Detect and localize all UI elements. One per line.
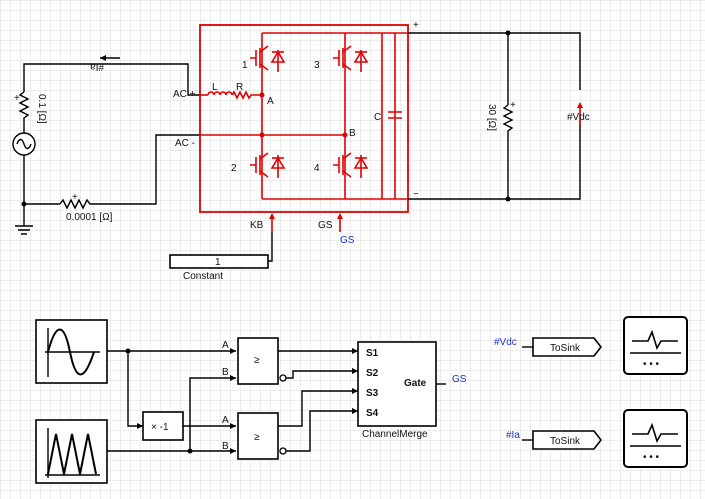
igbt-4-label: 4 — [314, 163, 320, 174]
igbt-4-icon[interactable] — [333, 152, 369, 178]
channel-merge-label: ChannelMerge — [362, 429, 428, 440]
igbt-1-icon[interactable] — [250, 45, 286, 72]
kb-input-label: KB — [250, 220, 264, 231]
merge-input-s3: S3 — [366, 388, 379, 399]
voltage-probe-icon — [577, 102, 583, 126]
igbt-2-icon[interactable] — [250, 152, 286, 178]
triangle-source-block[interactable] — [35, 419, 108, 484]
load-plus-label: + — [510, 100, 516, 111]
load-resistance-label: 30 [Ω] — [486, 104, 497, 131]
merge-input-s1: S1 — [366, 348, 379, 359]
merge-input-s2: S2 — [366, 368, 379, 379]
sink-ia-tag: #Ia — [506, 430, 520, 441]
comparator-2-input-b: B — [222, 441, 229, 452]
gain-block[interactable] — [142, 411, 184, 441]
gain-label: × -1 — [151, 422, 169, 433]
sine-source-block[interactable] — [35, 319, 108, 384]
comparator-2-input-a: A — [222, 415, 229, 426]
current-probe-arrow-icon — [100, 55, 120, 61]
comparator-1-symbol: ≥ — [254, 355, 260, 366]
tosink-ia-label: ToSink — [550, 436, 581, 447]
dc-minus-label: − — [413, 189, 419, 200]
gate-signal-label: GS — [452, 374, 467, 385]
ground-resistance-label: 0.0001 [Ω] — [66, 212, 113, 223]
comparator-1-input-a: A — [222, 340, 229, 351]
gs-signal-label: GS — [340, 235, 355, 246]
capacitor-label: C — [374, 112, 381, 123]
ac-minus-label: AC - — [175, 138, 195, 149]
node-b-label: B — [349, 128, 356, 139]
comparator-1-block[interactable] — [237, 337, 287, 385]
inductor-label: L — [212, 82, 218, 93]
control-section: × -1 ≥ A B ≥ A B S1 S2 S3 S4 Gate Channe… — [35, 319, 467, 484]
power-circuit: + + — [12, 20, 590, 282]
igbt-1-label: 1 — [242, 60, 248, 71]
ground-icon — [15, 225, 33, 235]
constant-label: Constant — [183, 271, 223, 282]
tosink-ia-block[interactable] — [532, 430, 603, 450]
sink-vdc-tag: #Vdc — [494, 337, 517, 348]
sinks-section: #Vdc ToSink • • • #Ia ToSink • • • — [494, 316, 688, 468]
tosink-vdc-block[interactable] — [532, 337, 603, 357]
gs-input-label: GS — [318, 220, 333, 231]
source-resistance-label: 0.1 [Ω] — [36, 94, 47, 124]
scope-ia-more: • • • — [643, 452, 660, 463]
ac-source-branch[interactable] — [12, 63, 200, 235]
scope-vdc-more: • • • — [643, 359, 660, 370]
scope-vdc-block[interactable] — [623, 316, 688, 375]
resistor-label: R — [236, 82, 243, 93]
ac-plus-label: AC + — [173, 89, 196, 100]
voltage-probe-label: #Vdc — [567, 112, 590, 123]
constant-value: 1 — [215, 257, 221, 268]
comparator-1-input-b: B — [222, 367, 229, 378]
igbt-2-label: 2 — [231, 163, 237, 174]
dc-load-branch[interactable] — [408, 30, 581, 202]
node-a-label: A — [267, 96, 274, 107]
ground-resistor-plus: + — [72, 192, 78, 203]
scope-ia-trace-icon — [632, 422, 678, 443]
igbt-3-icon[interactable] — [333, 45, 369, 72]
scope-ia-block[interactable] — [623, 409, 688, 468]
scope-vdc-trace-icon — [632, 329, 678, 350]
comparator-2-block[interactable] — [237, 412, 287, 460]
channel-merge-block[interactable] — [357, 341, 446, 427]
current-probe-label: #Ia — [90, 61, 104, 72]
converter-module[interactable] — [199, 24, 409, 232]
constant-block[interactable] — [169, 232, 273, 269]
igbt-3-label: 3 — [314, 60, 320, 71]
dc-plus-label: + — [413, 20, 419, 31]
merge-input-s4: S4 — [366, 408, 379, 419]
merge-output-gate: Gate — [404, 378, 427, 389]
control-wiring — [107, 348, 358, 454]
comparator-2-symbol: ≥ — [254, 432, 260, 443]
source-resistor-plus: + — [14, 93, 20, 104]
tosink-vdc-label: ToSink — [550, 343, 581, 354]
